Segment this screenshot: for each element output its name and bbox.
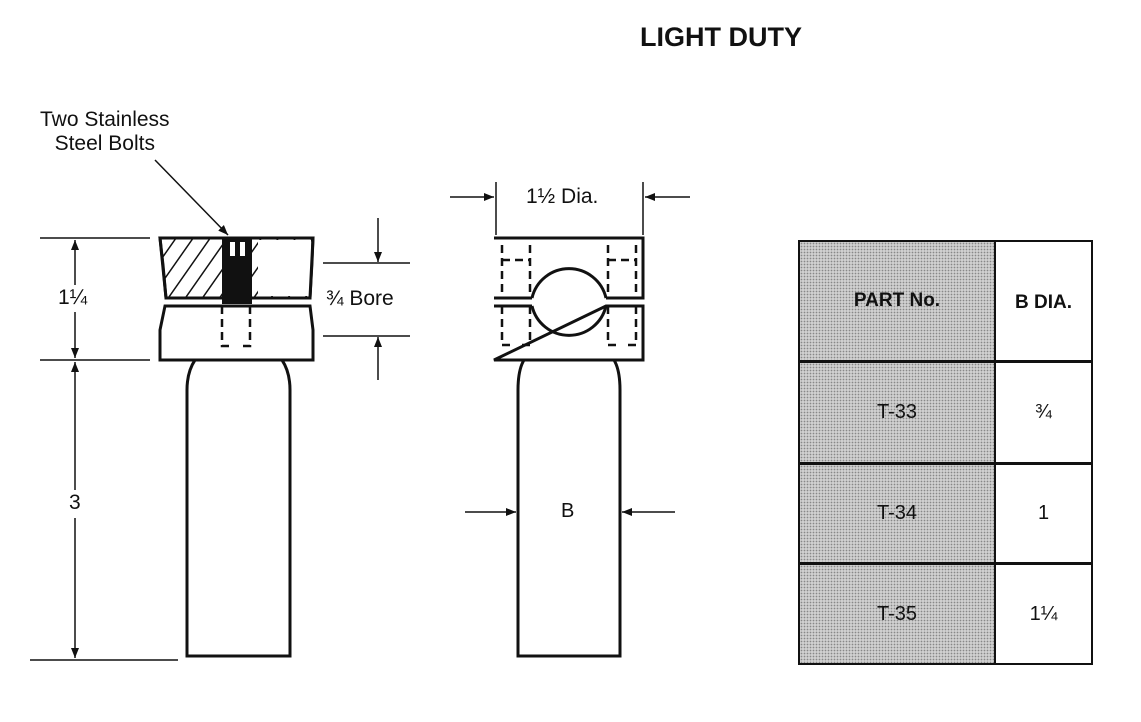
dia-cell: 1: [996, 465, 1091, 565]
header-divider: [994, 360, 1093, 363]
parts-table: PART No. B DIA. T-33 ¾ T-34 1 T-35 1¼: [798, 240, 1093, 665]
dim-top-label: 1¼: [58, 286, 88, 310]
dia-cell: 1¼: [1029, 602, 1058, 625]
side-view: [158, 236, 315, 658]
bore-label: ¾ Bore: [326, 287, 394, 310]
dimensions: [30, 159, 690, 661]
dia-cell: ¾: [996, 363, 1091, 465]
header-b-dia: B DIA.: [1015, 291, 1072, 313]
part-cell: T-34: [800, 465, 996, 565]
bolts-callout: Two Stainless Steel Bolts: [40, 108, 170, 156]
front-view: [493, 236, 645, 658]
bolts-callout-line1: Two Stainless: [40, 108, 170, 131]
b-label: B: [561, 500, 575, 522]
part-cell: T-35: [800, 565, 996, 663]
diameter-label: 1½ Dia.: [526, 185, 599, 208]
header-part-no: PART No.: [800, 242, 996, 363]
page-title: LIGHT DUTY: [640, 22, 802, 52]
dim-shaft-label: 3: [69, 491, 81, 515]
part-cell: T-33: [800, 363, 996, 465]
bolts-callout-line2: Steel Bolts: [54, 132, 155, 155]
